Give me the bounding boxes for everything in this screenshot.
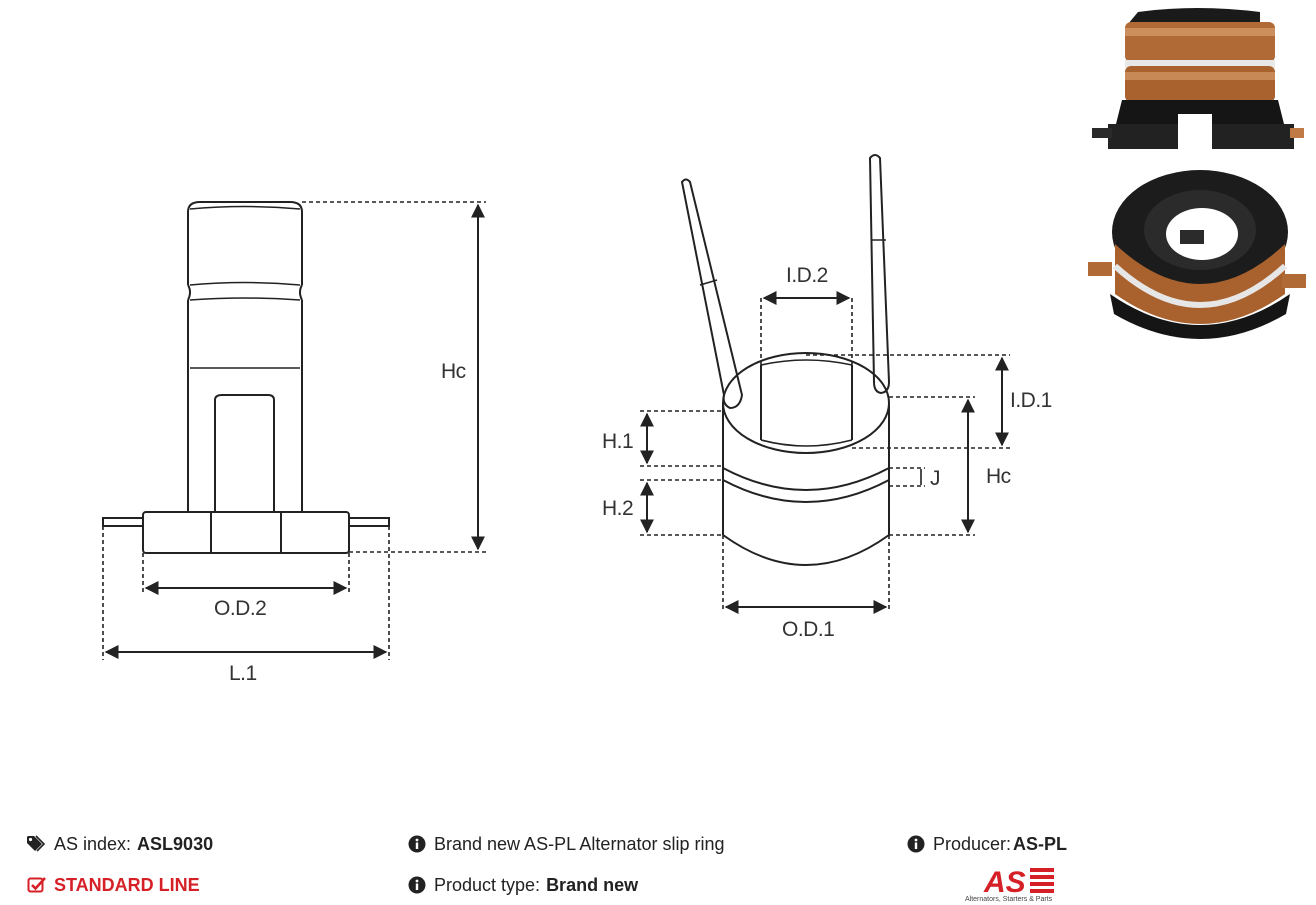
tags-icon — [26, 833, 48, 855]
logo-tagline: Alternators, Starters & Parts — [965, 896, 1053, 903]
slot — [214, 394, 275, 512]
description-text: Brand new AS-PL Alternator slip ring — [434, 833, 725, 854]
check-square-icon — [26, 874, 48, 896]
base-plate — [142, 511, 350, 554]
h1-label: H.1 — [602, 430, 633, 453]
j-label: J — [930, 467, 940, 490]
producer-row: Producer: AS-PL — [905, 833, 1067, 855]
product-type-value: Brand new — [546, 874, 639, 895]
product-photo — [1088, 8, 1306, 339]
ring-top — [722, 352, 890, 454]
info-circle-icon — [406, 874, 428, 896]
hc-right-label: Hc — [986, 465, 1011, 488]
technical-drawing: Hc O.D.2 L.1 — [102, 154, 1052, 685]
description-row: Brand new AS-PL Alternator slip ring — [406, 833, 725, 855]
wire-right — [868, 154, 891, 395]
logo-text: AS — [983, 866, 1026, 899]
side-view — [102, 201, 390, 554]
as-index-label: AS index: — [54, 833, 132, 854]
terminal-right — [348, 517, 390, 527]
od2-label: O.D.2 — [214, 597, 266, 620]
info-circle-icon — [406, 833, 428, 855]
l1-label: L.1 — [229, 662, 257, 685]
product-photo-side — [1092, 8, 1304, 149]
as-index-value: ASL9030 — [137, 833, 214, 854]
standard-line-label: STANDARD LINE — [54, 874, 200, 895]
product-type-label: Product type: — [434, 874, 541, 895]
id1-label: I.D.1 — [1010, 389, 1052, 412]
as-index-row: AS index: ASL9030 — [26, 833, 213, 855]
standard-line-row: STANDARD LINE — [26, 874, 200, 896]
as-pl-logo: AS — [983, 866, 1054, 899]
ring-view — [680, 154, 891, 566]
top-cap — [187, 201, 303, 285]
wire-left — [680, 178, 744, 410]
producer-label: Producer: — [933, 833, 1012, 854]
od1-label: O.D.1 — [782, 618, 834, 641]
producer-value: AS-PL — [1013, 833, 1068, 854]
id2-label: I.D.2 — [786, 264, 828, 287]
info-circle-icon — [905, 833, 927, 855]
product-photo-angled — [1088, 170, 1306, 339]
terminal-left — [102, 517, 144, 527]
h2-label: H.2 — [602, 497, 633, 520]
hc-left-label: Hc — [441, 360, 466, 383]
product-type-row: Product type: Brand new — [406, 874, 638, 896]
